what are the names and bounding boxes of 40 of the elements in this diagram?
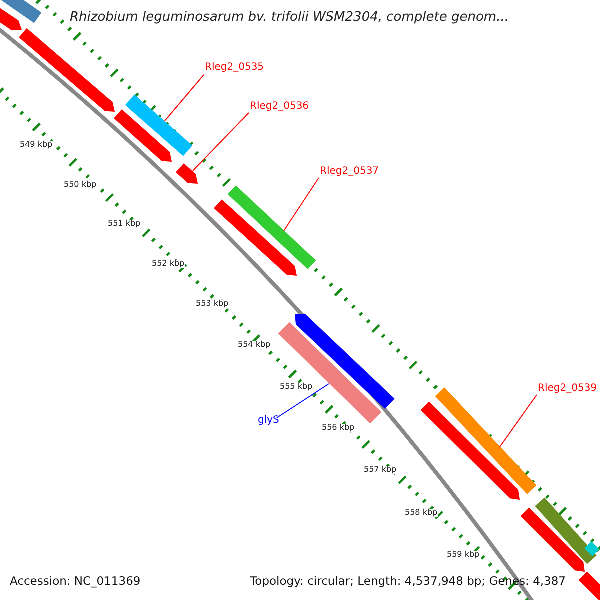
- gene-feature: [435, 388, 537, 494]
- scale-label: 555 kbp: [280, 383, 313, 391]
- gene-feature: [228, 186, 316, 270]
- gene-feature: [578, 572, 600, 600]
- gene-feature: [0, 0, 42, 24]
- gene-feature: [19, 28, 115, 112]
- scale-label: 554 kbp: [238, 341, 271, 349]
- gene-label: Rleg2_0535: [205, 63, 264, 73]
- leader-line: [276, 384, 330, 418]
- gene-feature: [520, 508, 585, 572]
- gene-label: Rleg2_0539: [538, 384, 598, 394]
- scale-label: 551 kbp: [108, 220, 141, 228]
- scale-label: 556 kbp: [322, 424, 355, 432]
- gene-label: glyS: [258, 416, 280, 426]
- gene-feature: [584, 542, 600, 556]
- scale-label: 559 kbp: [447, 551, 480, 559]
- scale-label: 552 kbp: [152, 260, 185, 268]
- info-text: Topology: circular; Length: 4,537,948 bp; Genes: 4,387: [250, 576, 566, 588]
- gene-feature: [295, 314, 395, 410]
- leader-line: [284, 178, 320, 232]
- leader-line: [164, 74, 204, 122]
- gene-feature: [0, 7, 22, 31]
- leader-line: [192, 112, 250, 172]
- scale-label: 549 kbp: [20, 141, 53, 149]
- gene-feature: [176, 164, 198, 184]
- info-text: Accession: NC_011369: [10, 576, 141, 588]
- gene-feature: [535, 498, 597, 564]
- leader-line: [500, 394, 538, 448]
- gene-feature: [278, 322, 382, 424]
- title: Rhizobium leguminosarum bv. trifolii WSM2304, complete genom...: [70, 11, 509, 24]
- gene-feature: [125, 94, 193, 156]
- scale-label: 553 kbp: [196, 300, 229, 308]
- gene-feature: [214, 200, 297, 276]
- gene-label: Rleg2_0537: [320, 167, 380, 177]
- gene-feature: [420, 402, 520, 500]
- gene-feature: [114, 110, 172, 162]
- scale-label: 550 kbp: [64, 181, 97, 189]
- gene-label: Rleg2_0536: [250, 102, 310, 112]
- scale-label: 558 kbp: [405, 509, 438, 517]
- scale-label: 557 kbp: [364, 466, 397, 474]
